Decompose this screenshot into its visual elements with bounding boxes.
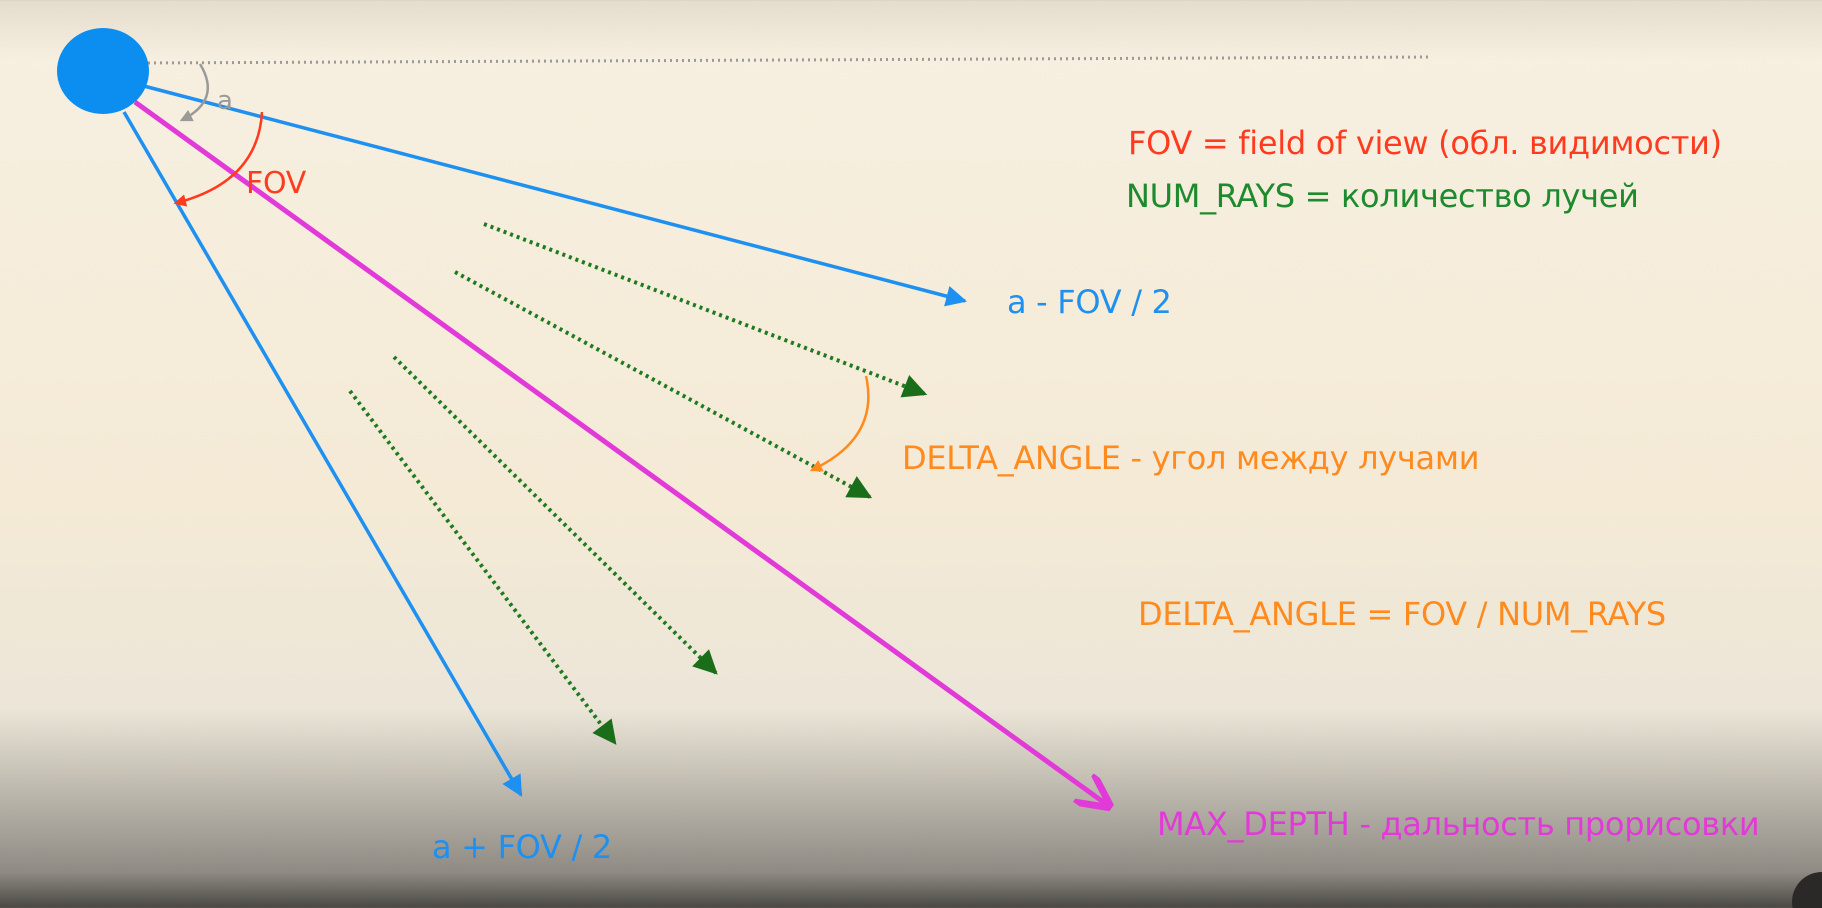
- delta-angle-arc: [809, 375, 870, 472]
- angle-a-label: a: [217, 86, 233, 116]
- fov-arc: [173, 111, 264, 207]
- num-rays-definition: NUM_RAYS = количество лучей: [1126, 177, 1639, 215]
- max-depth-ray: [133, 99, 1106, 804]
- right-edge-label: a + FOV / 2: [432, 828, 612, 866]
- circle-player-icon: [57, 28, 149, 114]
- heading-line: [141, 55, 1433, 65]
- fov-arc-label: FOV: [246, 166, 306, 201]
- delta-angle-definition: DELTA_ANGLE - угол между лучами: [902, 439, 1480, 477]
- fov-definition: FOV = field of view (обл. видимости): [1128, 124, 1722, 162]
- delta-angle-formula: DELTA_ANGLE = FOV / NUM_RAYS: [1138, 595, 1666, 633]
- ray-dotted-2: [454, 270, 873, 499]
- fov-right-ray: [122, 111, 523, 797]
- ray-dotted-1: [483, 222, 928, 398]
- max-depth-definition: MAX_DEPTH - дальность прорисовки: [1157, 805, 1760, 843]
- angle-a-arc: [179, 63, 210, 122]
- ray-dotted-3: [392, 355, 718, 675]
- background-shade: [0, 0, 1822, 60]
- left-edge-label: a - FOV / 2: [1007, 283, 1172, 321]
- fov-left-ray: [139, 83, 968, 307]
